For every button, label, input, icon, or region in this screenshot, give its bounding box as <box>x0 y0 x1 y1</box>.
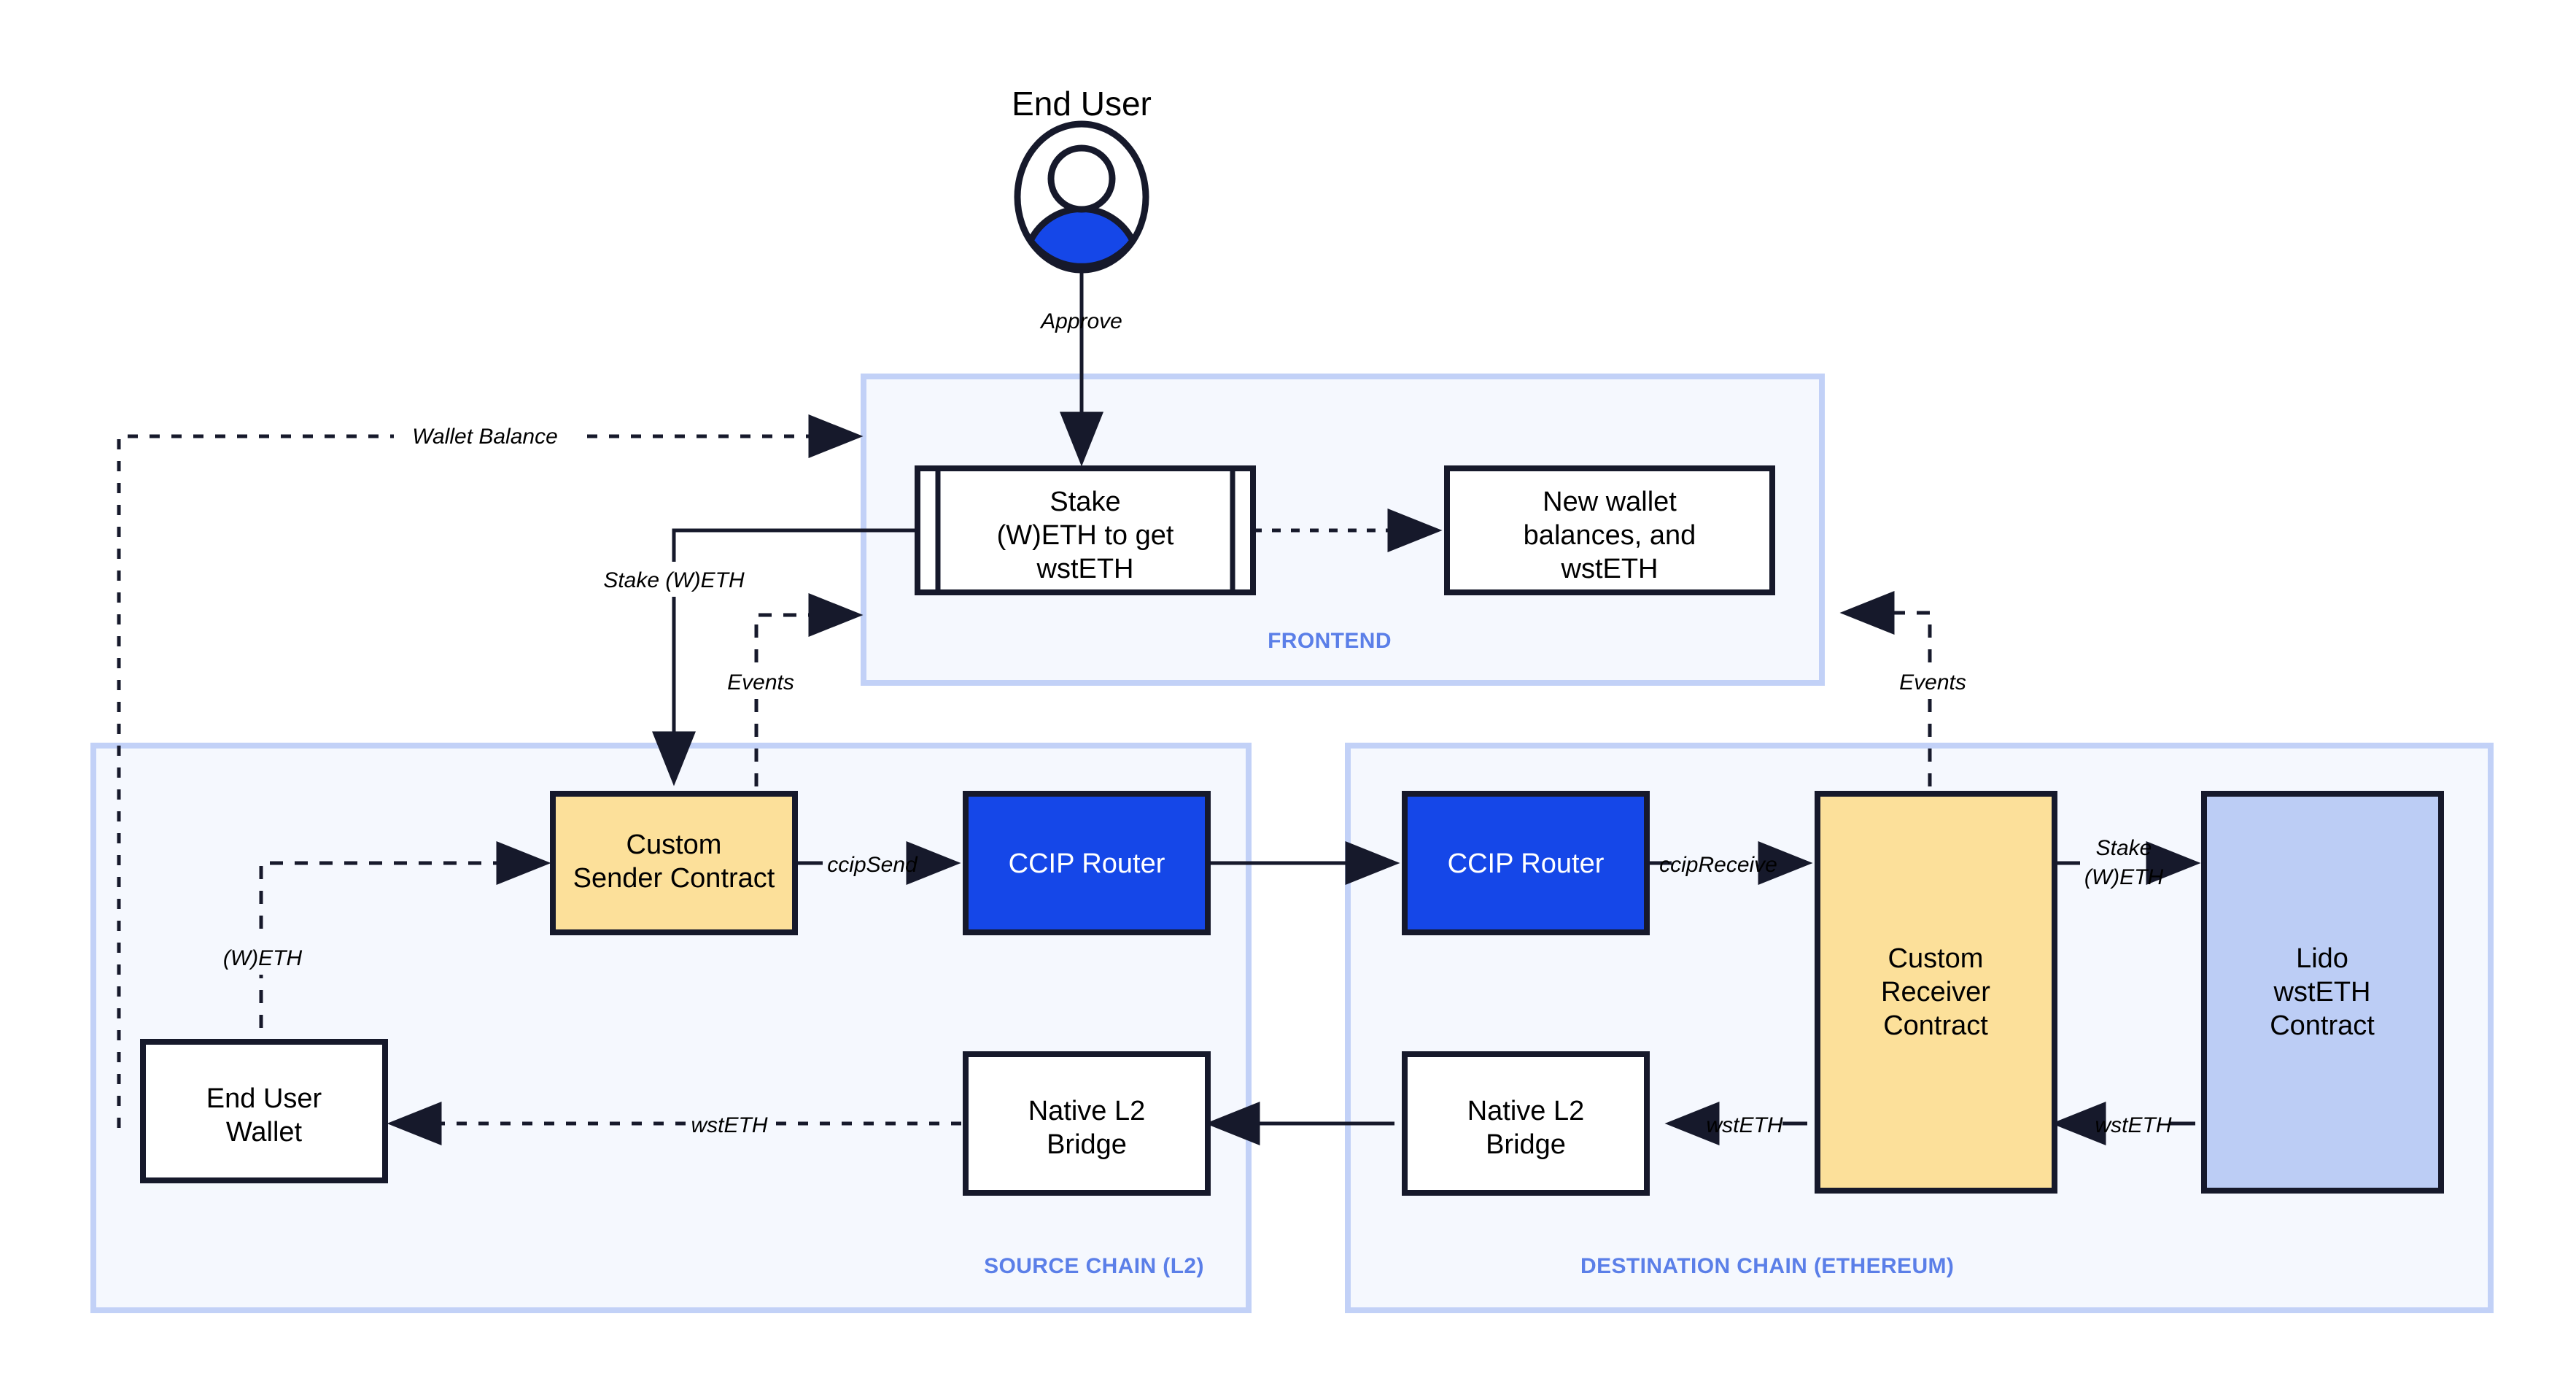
node-label-stake-l1: Stake <box>1050 487 1120 517</box>
node-new-balances-box[interactable]: New wallet balances, and wstETH <box>1444 465 1775 595</box>
node-sender-contract[interactable]: Custom Sender Contract <box>550 791 798 935</box>
node-label-wallet-l2: Wallet <box>226 1117 303 1148</box>
edge-wsteth-lido: wstETH <box>2051 1102 2195 1145</box>
node-label-bridge-dst-l1: Native L2 <box>1467 1096 1585 1126</box>
node-label-bridge-src-l2: Bridge <box>1047 1129 1127 1160</box>
node-label-lido-l2: wstETH <box>2273 977 2371 1008</box>
node-label-stake-l3: wstETH <box>1036 554 1134 584</box>
edge-label-stake-weth-l1: Stake <box>2096 836 2152 860</box>
node-label-router-src: CCIP Router <box>1009 848 1165 879</box>
node-label-receiver-l2: Receiver <box>1881 977 1990 1008</box>
node-receiver-contract[interactable]: Custom Receiver Contract <box>1815 791 2057 1194</box>
zone-label-source-chain: SOURCE CHAIN (L2) <box>984 1254 1204 1278</box>
edge-label-ccip-send: ccipSend <box>827 853 918 877</box>
node-label-receiver-l1: Custom <box>1888 943 1984 974</box>
node-router-dest[interactable]: CCIP Router <box>1402 791 1650 935</box>
edge-approve: Approve <box>1039 271 1122 467</box>
zone-label-frontend: FRONTEND <box>1268 629 1392 653</box>
edge-label-wsteth-lido: wstETH <box>2095 1113 2172 1137</box>
node-label-sender-l2: Sender Contract <box>573 863 775 894</box>
edge-events-dest: Events <box>1839 591 1995 786</box>
node-label-lido-l1: Lido <box>2296 943 2348 974</box>
node-lido-contract[interactable]: Lido wstETH Contract <box>2201 791 2444 1194</box>
edge-wsteth-wallet: wstETH <box>387 1102 961 1145</box>
edge-label-stake-weth-l2: (W)ETH <box>2084 865 2164 889</box>
edge-label-weth: (W)ETH <box>223 946 303 970</box>
node-label-sender-l1: Custom <box>626 829 722 860</box>
node-label-receiver-l3: Contract <box>1883 1010 1988 1041</box>
edge-label-approve: Approve <box>1039 309 1122 333</box>
edge-ccip-send: ccipSend <box>795 841 961 885</box>
edge-ccip-receive: ccipReceive <box>1647 841 1813 885</box>
actor-label: End User <box>1012 85 1152 123</box>
edge-stake-weth-lido: Stake (W)ETH <box>2055 836 2201 889</box>
edge-wsteth-bridge: wstETH <box>1664 1102 1807 1145</box>
edge-label-events-dest: Events <box>1899 670 1966 695</box>
node-label-wallet-l1: End User <box>206 1083 322 1114</box>
edge-wallet-balance: Wallet Balance <box>117 414 864 1128</box>
edge-label-wsteth-wallet: wstETH <box>691 1113 768 1137</box>
node-label-newbal-l1: New wallet <box>1543 487 1677 517</box>
node-label-bridge-src-l1: Native L2 <box>1028 1096 1146 1126</box>
node-label-newbal-l2: balances, and <box>1524 520 1696 551</box>
edge-label-stake-weth: Stake (W)ETH <box>603 568 745 592</box>
edge-stake-weth: Stake (W)ETH <box>583 528 917 786</box>
edge-label-wsteth-bridge: wstETH <box>1707 1113 1783 1137</box>
edge-events-source: Events <box>700 593 864 786</box>
user-avatar-icon <box>1014 120 1149 274</box>
node-label-lido-l3: Contract <box>2270 1010 2375 1041</box>
edge-label-ccip-receive: ccipReceive <box>1659 853 1777 877</box>
node-router-source[interactable]: CCIP Router <box>963 791 1211 935</box>
actor-end-user: End User <box>1012 85 1152 274</box>
edge-label-wallet-balance: Wallet Balance <box>412 425 558 449</box>
node-end-user-wallet[interactable]: End User Wallet <box>140 1039 388 1183</box>
edge-weth-transfer: (W)ETH <box>204 841 551 1127</box>
node-stake-box[interactable]: Stake (W)ETH to get wstETH <box>915 465 1256 595</box>
node-label-newbal-l3: wstETH <box>1561 554 1659 584</box>
node-label-stake-l2: (W)ETH to get <box>997 520 1174 551</box>
edge-label-events-source: Events <box>727 670 794 695</box>
node-label-bridge-dst-l2: Bridge <box>1486 1129 1566 1160</box>
zone-label-destination-chain: DESTINATION CHAIN (ETHEREUM) <box>1580 1254 1954 1278</box>
node-bridge-dest[interactable]: Native L2 Bridge <box>1402 1051 1650 1196</box>
node-label-router-dst: CCIP Router <box>1448 848 1605 879</box>
node-bridge-source[interactable]: Native L2 Bridge <box>963 1051 1211 1196</box>
